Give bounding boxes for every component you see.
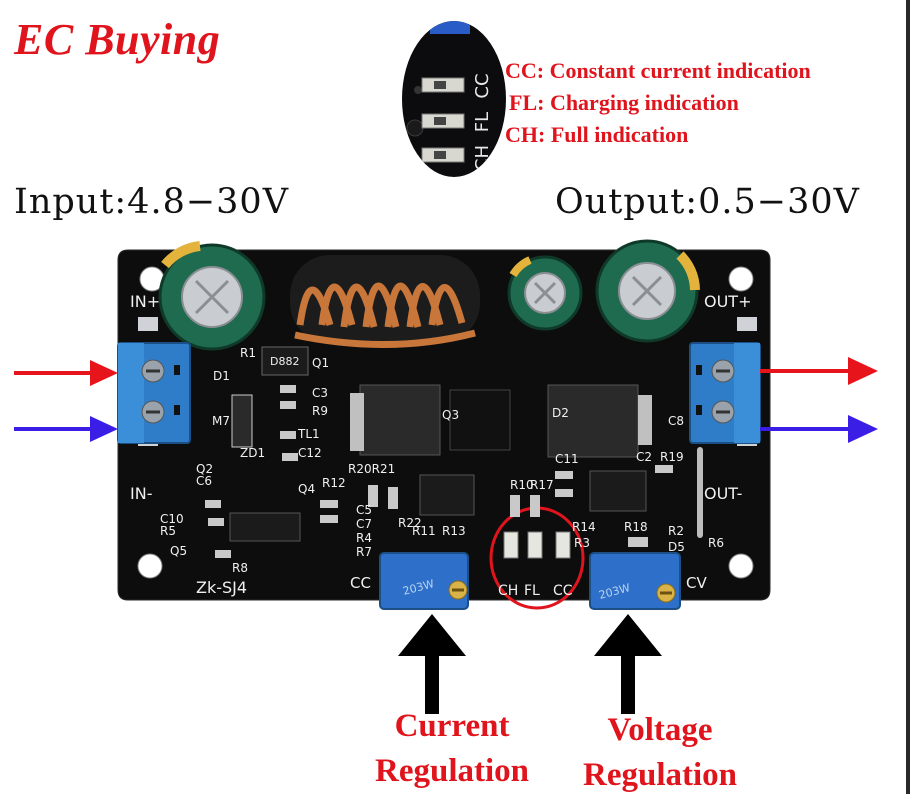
silk-in-plus: IN+	[130, 292, 160, 311]
inset-fl-label: FL	[472, 112, 493, 132]
output-terminal-block	[689, 342, 761, 444]
silk-c11: C11	[555, 452, 579, 466]
voltage-caption-line2: Regulation	[582, 757, 737, 793]
connection-arrows	[14, 357, 878, 443]
input-capacitor	[158, 241, 266, 351]
inset-cc-label: CC	[472, 73, 493, 98]
silk-led-cc: CC	[553, 583, 573, 599]
brand-logo: EC Buying	[14, 15, 221, 64]
silk-c2: C2	[636, 450, 652, 464]
silk-led-fl: FL	[524, 583, 540, 599]
silk-r12: R12	[322, 476, 346, 490]
silk-d882: D882	[270, 355, 299, 368]
output-capacitor-small	[507, 255, 583, 331]
silk-out-minus: OUT-	[704, 484, 742, 503]
legend-fl: FL: Charging indication	[509, 90, 739, 115]
output-negative-arrow	[760, 415, 878, 443]
led-cc	[555, 531, 571, 559]
silk-model: Zk-SJ4	[196, 578, 247, 597]
input-negative-arrow	[14, 416, 118, 442]
silk-d2: D2	[552, 406, 569, 420]
silk-r1: R1	[240, 346, 256, 360]
silk-in-minus: IN-	[130, 484, 152, 503]
silk-q2: Q2	[196, 462, 213, 476]
silk-c7: C7	[356, 517, 372, 531]
output-voltage-range: Output:0.5−30V	[555, 182, 860, 222]
silk-q4: Q4	[298, 482, 315, 496]
silk-c10: C10	[160, 512, 184, 526]
led-fl	[527, 531, 543, 559]
silk-r4: R4	[356, 531, 372, 545]
diode-m7	[231, 394, 253, 448]
silk-r19: R19	[660, 450, 684, 464]
callout-arrows	[398, 614, 662, 714]
ic-chip-1	[419, 474, 475, 516]
right-edge-border	[906, 0, 910, 794]
led-closeup-inset: CC FL CH	[402, 21, 506, 177]
current-regulation-arrow	[398, 614, 466, 714]
silk-r3: R3	[574, 536, 590, 550]
silk-r9: R9	[312, 404, 328, 418]
silk-r8: R8	[232, 561, 248, 575]
silk-c8: C8	[668, 414, 684, 428]
current-caption-line1: Current	[394, 708, 510, 744]
silk-q5: Q5	[170, 544, 187, 558]
silk-zd1: ZD1	[240, 446, 265, 460]
silk-c5: C5	[356, 503, 372, 517]
silk-r2: R2	[668, 524, 684, 538]
silk-r20r21: R20R21	[348, 462, 395, 476]
silk-r6: R6	[708, 536, 724, 550]
silk-d5: D5	[668, 540, 685, 554]
silk-r11: R11	[412, 524, 436, 538]
silk-cc-pot: CC	[350, 574, 371, 592]
ic-chip-3	[229, 512, 301, 542]
input-terminal-block	[117, 342, 191, 444]
cv-potentiometer: 203W	[589, 552, 681, 610]
silk-r14: R14	[572, 520, 596, 534]
silk-r13: R13	[442, 524, 466, 538]
input-voltage-range: Input:4.8−30V	[14, 182, 289, 222]
ic-chip-2	[589, 470, 647, 512]
legend-cc: CC: Constant current indication	[505, 58, 811, 83]
silk-r22: R22	[398, 516, 422, 530]
diode-d2	[547, 384, 652, 458]
silk-c6: C6	[196, 474, 212, 488]
toroid-inductor	[290, 255, 480, 348]
voltage-regulation-caption: Voltage Regulation	[560, 708, 760, 798]
silk-led-ch: CH	[498, 583, 518, 599]
output-positive-arrow	[760, 357, 878, 385]
output-capacitor-large	[595, 239, 700, 343]
input-positive-arrow	[14, 360, 118, 386]
inset-ch-label: CH	[472, 145, 493, 171]
silk-r10: R10	[510, 478, 534, 492]
cc-potentiometer: 203W	[379, 552, 469, 610]
silk-r17: R17	[530, 478, 554, 492]
silk-c3: C3	[312, 386, 328, 400]
silk-q3: Q3	[442, 408, 459, 422]
silk-c12: C12	[298, 446, 322, 460]
led-ch	[503, 531, 519, 559]
legend-ch: CH: Full indication	[505, 122, 689, 147]
voltage-caption-line1: Voltage	[607, 712, 713, 748]
silk-q1: Q1	[312, 356, 329, 370]
transistor-d882	[261, 346, 309, 376]
silk-r5: R5	[160, 524, 176, 538]
current-regulation-caption: Current Regulation	[352, 704, 552, 794]
current-caption-line2: Regulation	[374, 753, 529, 789]
voltage-regulation-arrow	[594, 614, 662, 714]
silk-cv-pot: CV	[686, 574, 707, 592]
silk-r7: R7	[356, 545, 372, 559]
mosfet-q3	[350, 384, 511, 456]
silk-tl1: TL1	[297, 427, 320, 441]
silk-d1: D1	[213, 369, 230, 383]
pcb-board-photo: 203W 203W IN+ IN- OUT+ OUT- Zk-SJ4 CC CV…	[117, 239, 771, 610]
silk-r18: R18	[624, 520, 648, 534]
silk-out-plus: OUT+	[704, 292, 751, 311]
silk-m7: M7	[212, 414, 230, 428]
